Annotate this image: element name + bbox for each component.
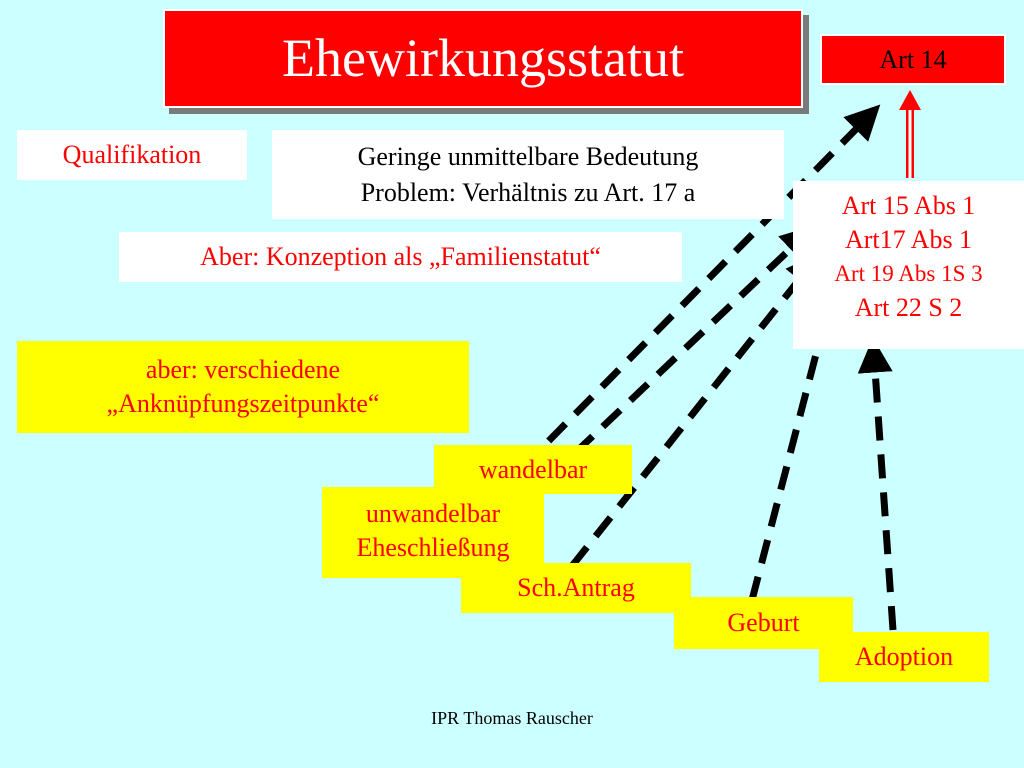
familienstatut-box: Aber: Konzeption als „Familienstatut“ [119, 232, 682, 282]
geringe-line-1: Geringe unmittelbare Bedeutung [357, 142, 699, 171]
article-list-box: Art 15 Abs 1 Art17 Abs 1 Art 19 Abs 1S 3… [793, 181, 1024, 349]
article-art15: Art 15 Abs 1 [841, 191, 976, 220]
anknuepfungszeitpunkte-box: aber: verschiedene „Anknüpfungszeitpunkt… [17, 341, 469, 433]
double-arrow-art15-to-art14 [899, 90, 921, 178]
article-art17: Art17 Abs 1 [844, 225, 973, 254]
arrow-adoption-to-art22 [857, 337, 897, 631]
geringe-line-2: Problem: Verhältnis zu Art. 17 a [360, 178, 696, 207]
geringe-bedeutung-box: Geringe unmittelbare Bedeutung Problem: … [272, 130, 784, 219]
zeitpunkte-line-1: aber: verschiedene [145, 355, 341, 384]
adoption-box: Adoption [819, 632, 989, 682]
arrow-geburt-to-art19 [748, 295, 840, 601]
art14-box: Art 14 [820, 34, 1006, 85]
unwandelbar-line-2: Eheschließung [356, 533, 510, 562]
zeitpunkte-line-2: „Anknüpfungszeitpunkte“ [106, 389, 380, 418]
unwandelbar-box: unwandelbar Eheschließung [322, 487, 544, 578]
arrow-schantrag-to-art17 [569, 252, 821, 569]
article-art19: Art 19 Abs 1S 3 [834, 261, 983, 286]
article-art22: Art 22 S 2 [854, 293, 963, 322]
qualifikation-box: Qualifikation [17, 130, 247, 180]
schantrag-box: Sch.Antrag [461, 563, 691, 613]
slide-title: Ehewirkungsstatut [163, 9, 803, 108]
wandelbar-box: wandelbar [434, 445, 632, 494]
footer-author: IPR Thomas Rauscher [431, 708, 593, 728]
unwandelbar-line-1: unwandelbar [365, 499, 501, 528]
